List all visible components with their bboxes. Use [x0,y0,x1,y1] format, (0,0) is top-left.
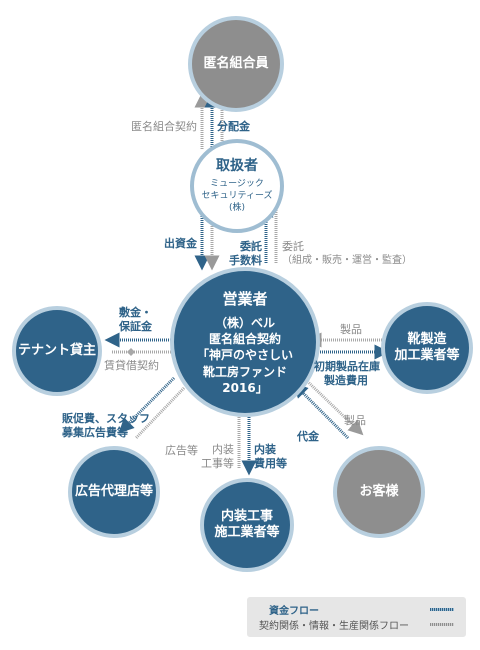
node-operator-line2: 匿名組合契約 [208,332,281,347]
node-handler-sub1: ミュージック [210,179,264,190]
legend: 資金フロー 契約関係・情報・生産関係フロー [247,597,466,637]
label-product-in: 製品 [340,323,362,336]
legend-money-label: 資金フロー [269,606,319,617]
node-operator-line5: 2016」 [222,380,268,395]
node-handler-sub2: セキュリティーズ(株) [201,191,273,214]
node-handler-title: 取扱者 [216,157,258,174]
legend-info-label: 契約関係・情報・生産関係フロー [259,621,409,632]
node-investor: 匿名組合員 [188,16,284,112]
node-shoemaker: 靴製造 加工業者等 [381,302,473,394]
legend-info-line [430,623,454,626]
label-interior-cost: 内装 費用等 [254,443,287,472]
label-interior-work: 内装 工事等 [201,443,234,472]
label-deposit: 敷金・ 保証金 [119,306,152,335]
legend-info-row: 契約関係・情報・生産関係フロー [259,617,454,632]
label-initial-cost: 初期製品在庫 製造費用 [314,360,380,389]
label-entrust-1: 委託 [282,240,304,253]
node-investor-label: 匿名組合員 [203,55,269,71]
flow-product-out [304,378,364,436]
label-interior-cost-1: 内装 [254,443,276,456]
node-operator-line3: 「神戸のやさしい [196,348,293,363]
label-distribution: 分配金 [217,120,250,133]
node-shoemaker-line2: 加工業者等 [394,348,460,363]
node-interior-line2: 施工業者等 [214,525,280,540]
label-interior-work-2: 工事等 [201,457,234,471]
flow-ads [134,386,186,440]
label-contribution: 出資金 [164,237,197,250]
node-operator-line4: 靴工房ファンド [202,364,287,379]
label-ads: 広告等 [165,444,198,457]
node-ad-agency: 広告代理店等 [68,446,160,538]
label-commission-1: 委託 [240,240,262,253]
label-entrust: 委託 （組成・販売・運営・監査） [282,240,412,267]
flow-promo [118,376,176,434]
label-promo-1: 販促費、スタッフ [62,412,150,425]
label-promo-2: 募集広告費等 [62,426,128,440]
node-handler: 取扱者 ミュージック セキュリティーズ(株) [190,139,284,233]
node-operator: 営業者 （株）ベル 匿名組合契約 「神戸のやさしい 靴工房ファンド 2016」 [170,267,320,417]
node-operator-line1: （株）ベル [214,316,275,331]
label-payment: 代金 [297,430,319,443]
node-interior: 内装工事 施工業者等 [200,478,294,572]
label-contract-anon: 匿名組合契約 [131,120,197,133]
label-deposit-2: 保証金 [119,320,152,334]
label-commission-2: 手数料 [229,254,262,268]
label-interior-cost-2: 費用等 [254,457,287,471]
label-commission: 委託 手数料 [229,240,262,269]
node-customer-label: お客様 [359,483,399,499]
label-entrust-2: （組成・販売・運営・監査） [282,255,412,267]
label-initial-cost-2: 製造費用 [324,374,368,388]
lease-diamond [127,348,135,356]
label-interior-work-1: 内装 [212,443,234,456]
flow-payment [292,382,350,440]
label-promo: 販促費、スタッフ 募集広告費等 [62,412,150,441]
node-customer: お客様 [333,446,425,538]
node-tenant: テナント貸主 [12,306,102,396]
node-operator-title: 営業者 [222,290,268,309]
legend-money-row: 資金フロー [259,602,454,617]
legend-money-line [430,608,454,611]
label-deposit-1: 敷金・ [119,306,152,319]
node-interior-line1: 内装工事 [220,508,273,524]
node-tenant-label: テナント貸主 [17,342,96,358]
node-ad-agency-label: 広告代理店等 [74,483,153,499]
label-product-out: 製品 [344,414,366,427]
label-lease: 賃貸借契約 [104,359,159,372]
label-initial-cost-1: 初期製品在庫 [314,360,380,373]
node-shoemaker-line1: 靴製造 [407,331,447,347]
